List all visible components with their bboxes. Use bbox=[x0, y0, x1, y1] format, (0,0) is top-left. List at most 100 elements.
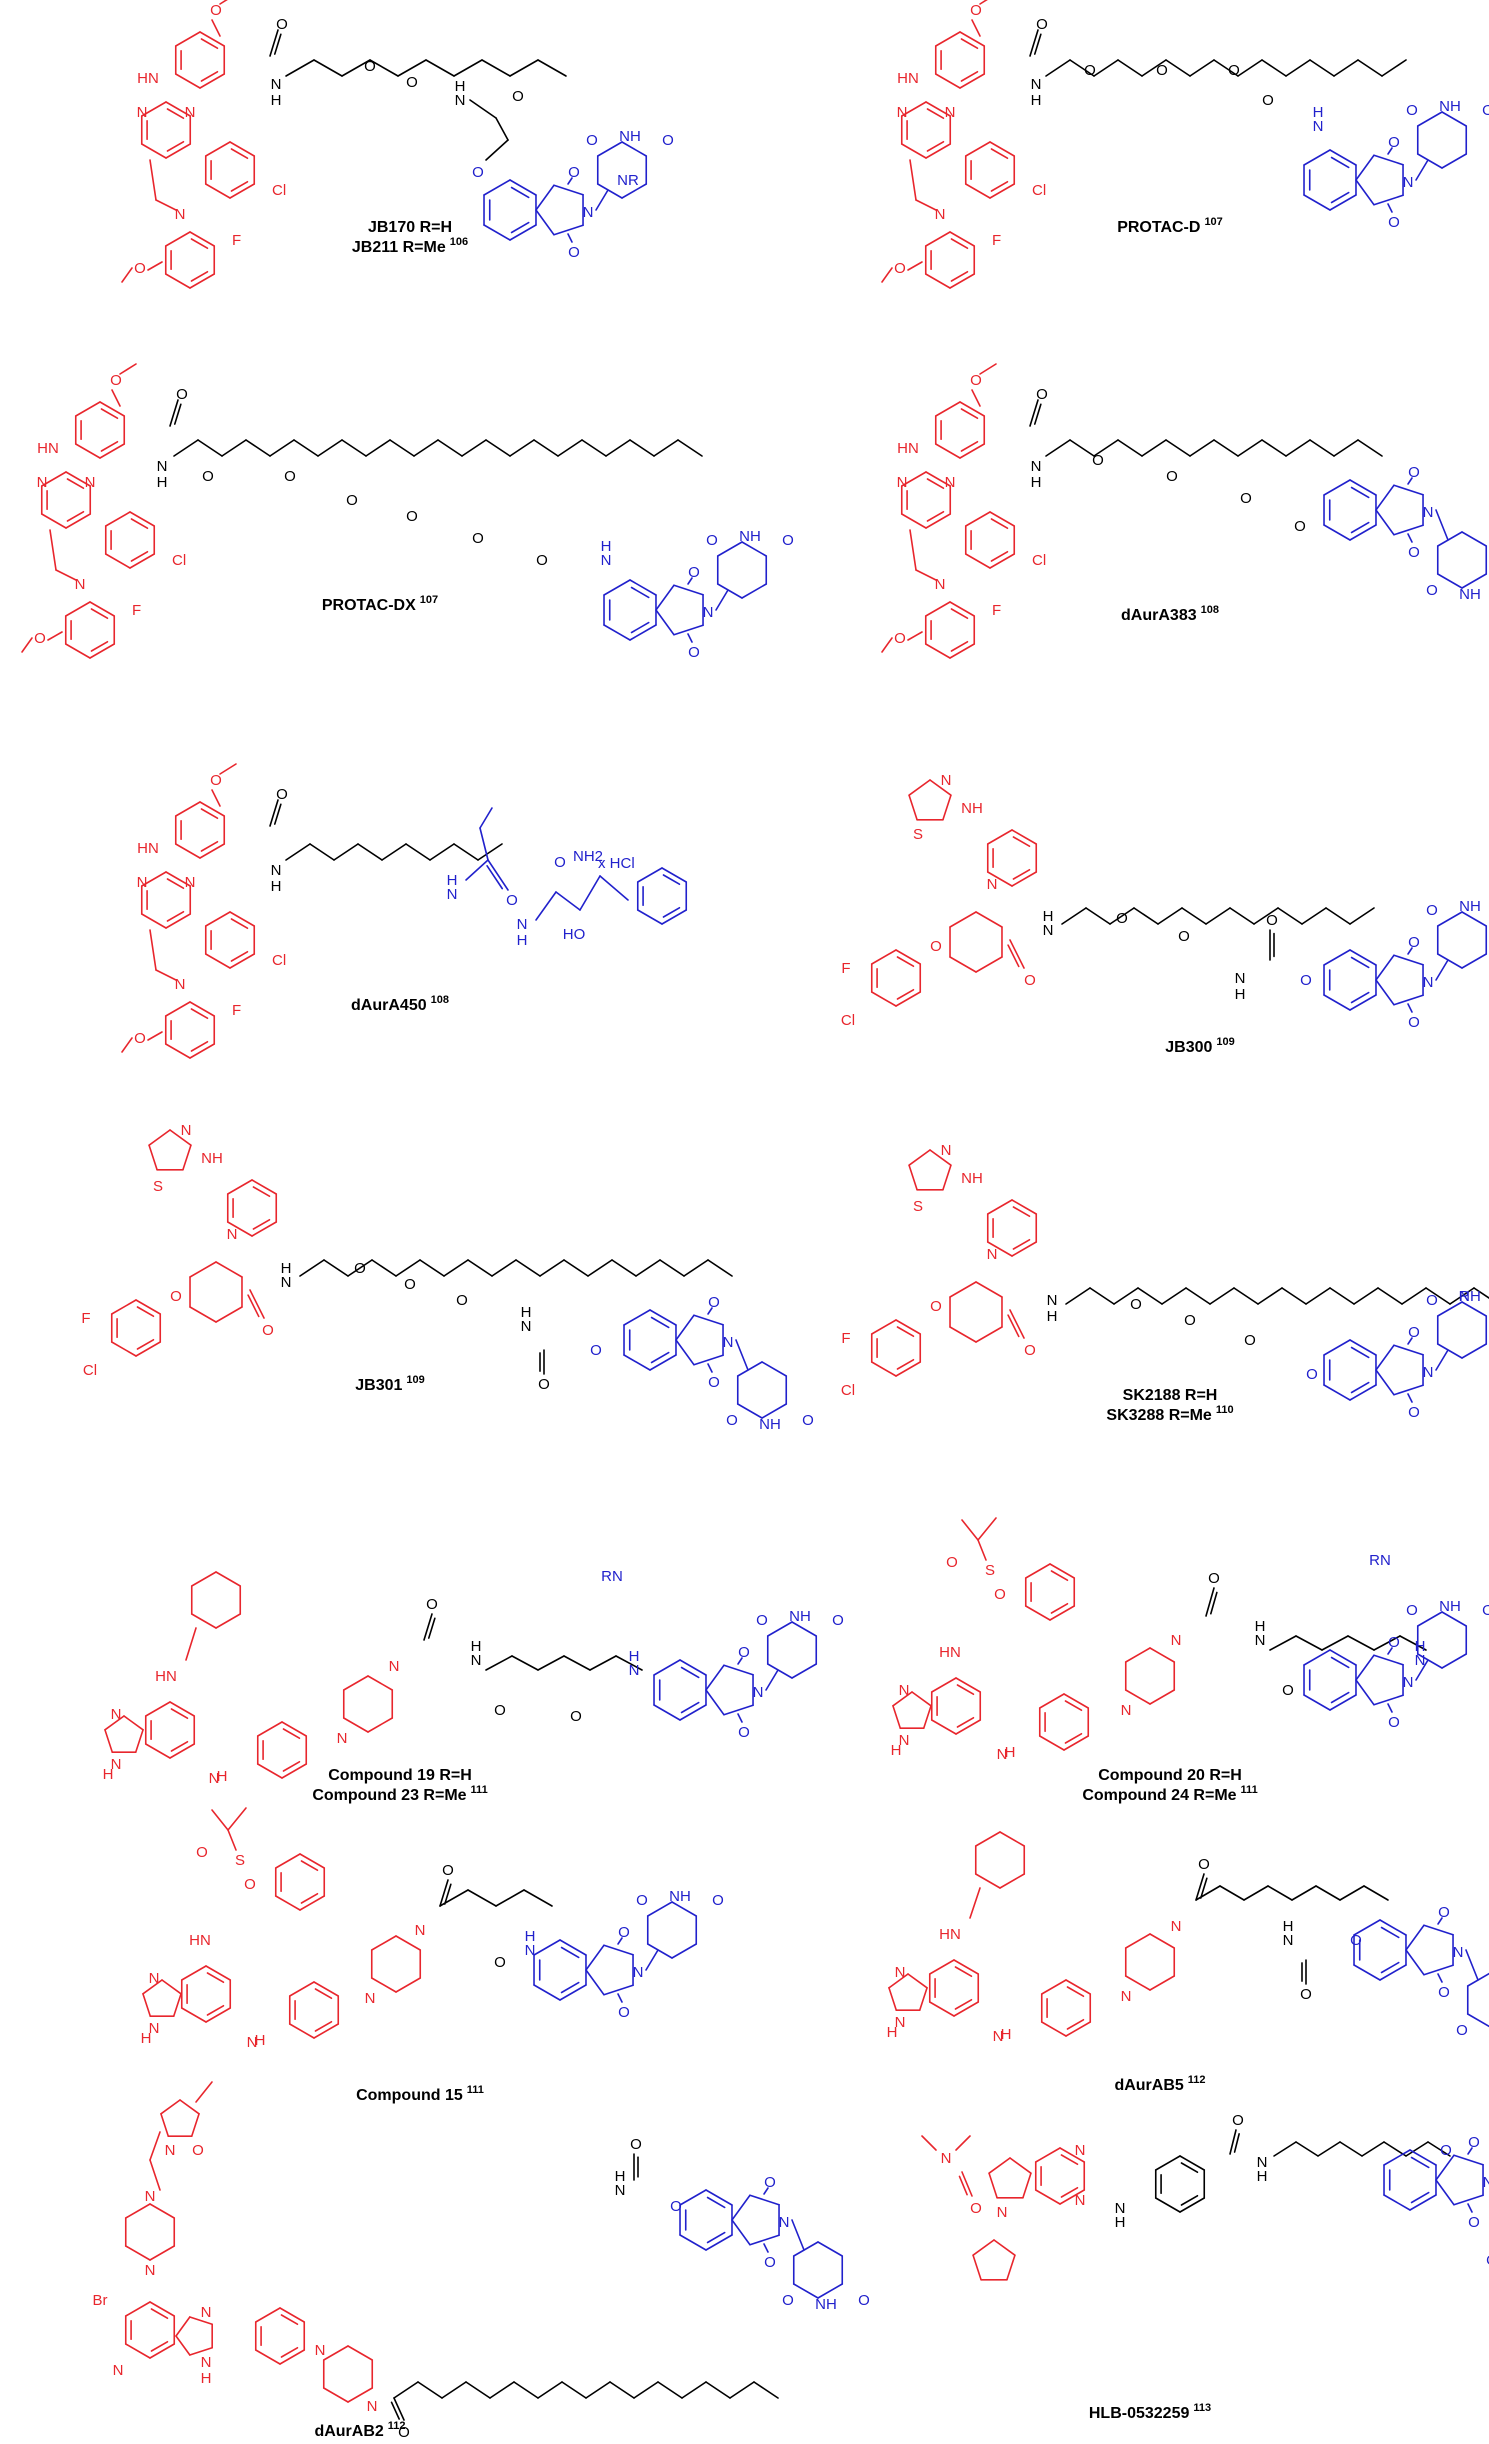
atom-label: N bbox=[517, 916, 528, 933]
bond bbox=[741, 541, 768, 557]
bond bbox=[900, 101, 927, 117]
bond bbox=[169, 399, 179, 427]
atom-label: O bbox=[494, 1954, 506, 1971]
bond bbox=[661, 867, 688, 883]
bond bbox=[964, 141, 991, 157]
atom-label: O bbox=[1116, 910, 1128, 927]
atom-label: O bbox=[1198, 1856, 1210, 1873]
atom-label: N bbox=[145, 2262, 156, 2279]
bond bbox=[1375, 954, 1395, 981]
bond bbox=[164, 273, 191, 289]
bond bbox=[999, 1873, 1026, 1889]
bond bbox=[341, 59, 371, 77]
bond bbox=[211, 1809, 229, 1831]
bond bbox=[581, 439, 607, 457]
bond bbox=[491, 1259, 517, 1277]
atom-label: O bbox=[1408, 1404, 1420, 1421]
bond bbox=[370, 1977, 397, 1993]
bond bbox=[956, 1684, 975, 1696]
bond bbox=[523, 1889, 553, 1907]
bond bbox=[1375, 1369, 1395, 1396]
atom-label: N bbox=[201, 2304, 212, 2321]
bond bbox=[1061, 907, 1087, 925]
atom-label: O bbox=[536, 552, 548, 569]
bond bbox=[439, 1889, 469, 1907]
bond bbox=[681, 2381, 707, 2399]
atom-label: O bbox=[1300, 972, 1312, 989]
bond bbox=[918, 1987, 928, 2011]
bond bbox=[204, 953, 231, 969]
atom-label: N bbox=[209, 1770, 220, 1787]
bond bbox=[90, 640, 109, 652]
atom-label: O bbox=[782, 2292, 794, 2309]
bond bbox=[707, 1259, 733, 1277]
bond bbox=[124, 2245, 151, 2261]
bond bbox=[121, 1037, 133, 1053]
bond bbox=[896, 988, 915, 1000]
bond bbox=[393, 2381, 419, 2399]
atom-label: O bbox=[346, 492, 358, 509]
bond bbox=[485, 1655, 513, 1671]
atom-label: N bbox=[629, 1662, 640, 1679]
bond bbox=[1040, 1979, 1067, 1995]
bond bbox=[182, 1144, 192, 1171]
atom-label: N bbox=[111, 1756, 122, 1773]
bond bbox=[1441, 1653, 1468, 1669]
atom-label: H bbox=[521, 1304, 532, 1321]
bond bbox=[1373, 1654, 1404, 1666]
bond bbox=[1355, 179, 1375, 206]
bond bbox=[185, 1627, 197, 1661]
bond bbox=[1393, 484, 1424, 496]
atom-label: NH bbox=[1459, 898, 1481, 915]
bond bbox=[322, 2387, 349, 2403]
bond bbox=[988, 2157, 1011, 2175]
atom-label: O bbox=[170, 1288, 182, 1305]
atom-label: O bbox=[1036, 16, 1048, 33]
bond bbox=[909, 159, 917, 201]
atom-label: N bbox=[149, 2020, 160, 2037]
bond bbox=[949, 601, 976, 617]
bond bbox=[1416, 111, 1443, 127]
bond bbox=[907, 631, 923, 641]
atom-label: O bbox=[1130, 1296, 1142, 1313]
bond bbox=[150, 2340, 169, 2352]
bond bbox=[922, 1705, 932, 1729]
atom-label: O bbox=[1024, 972, 1036, 989]
bond bbox=[1380, 1926, 1400, 1939]
bond bbox=[954, 1998, 973, 2010]
bond bbox=[1453, 2194, 1484, 2206]
bond bbox=[1038, 1693, 1065, 1709]
atom-label: N bbox=[895, 2014, 906, 2031]
atom-label: N bbox=[615, 2182, 626, 2199]
bond bbox=[969, 1887, 981, 1919]
bond bbox=[211, 19, 221, 37]
atom-label: O bbox=[1440, 2142, 1452, 2159]
atom-label: H bbox=[271, 92, 282, 109]
atom-label: H bbox=[1415, 1638, 1426, 1655]
compound-label-c8: SK2188 R=H bbox=[1123, 1387, 1218, 1404]
bond bbox=[282, 1760, 301, 1772]
atom-label: N bbox=[175, 976, 186, 993]
atom-label: H bbox=[1047, 1308, 1058, 1325]
bond bbox=[1436, 953, 1463, 969]
bond bbox=[511, 1655, 539, 1671]
bond bbox=[731, 2219, 751, 2246]
bond bbox=[149, 2203, 176, 2219]
bond bbox=[921, 2135, 937, 2151]
atom-label: N bbox=[1031, 76, 1042, 93]
bond bbox=[1409, 2194, 1437, 2211]
atom-label: N bbox=[1121, 1702, 1132, 1719]
atom-label: O bbox=[1456, 2022, 1468, 2039]
bond bbox=[1149, 1933, 1176, 1949]
bond bbox=[629, 624, 657, 641]
bond bbox=[1393, 524, 1424, 536]
bond bbox=[587, 1259, 613, 1277]
atom-label: N bbox=[987, 1246, 998, 1263]
atom-label: N bbox=[281, 1274, 292, 1291]
bond bbox=[930, 1677, 957, 1693]
bond bbox=[322, 2345, 349, 2361]
bond bbox=[1165, 59, 1191, 77]
bond bbox=[881, 267, 893, 283]
bond bbox=[1349, 479, 1377, 496]
